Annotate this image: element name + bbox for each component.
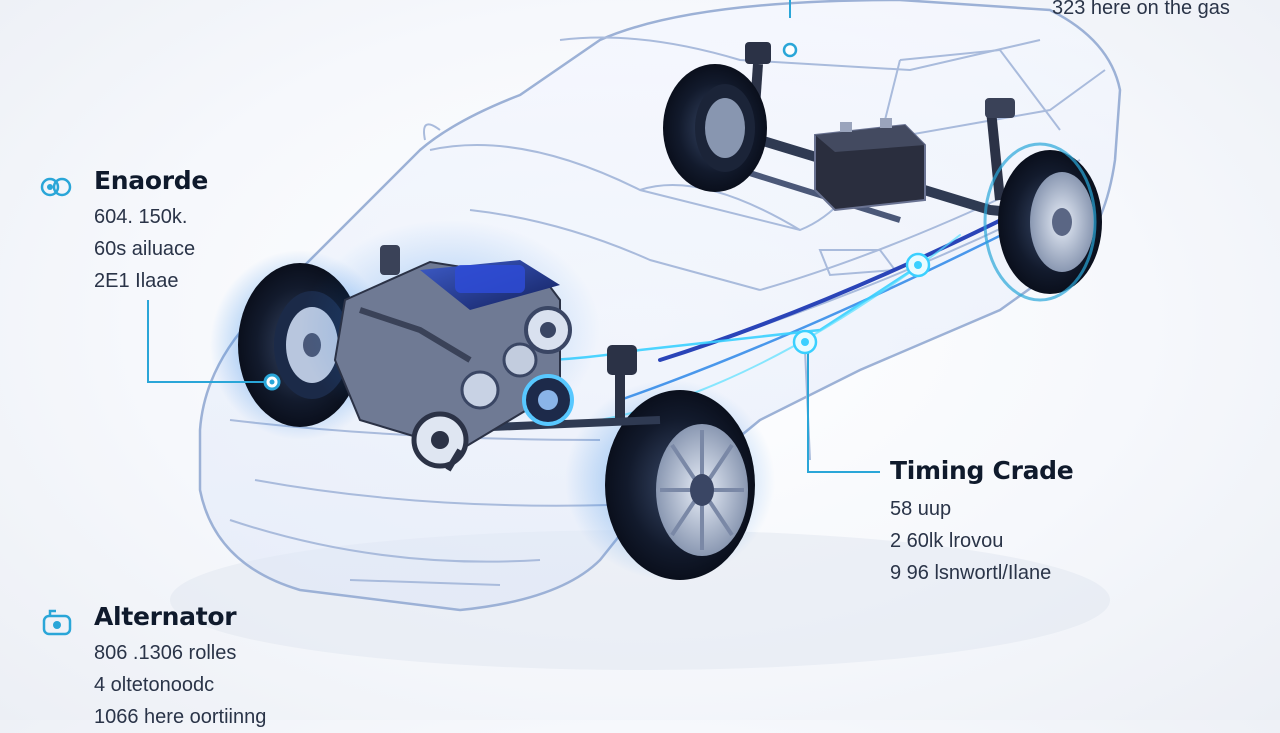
alternator-callout-line-3: 1066 here oortiinng [94, 706, 267, 728]
alternator-callout: Alternator 806 .1306 rolles 4 oltetonood… [94, 602, 266, 733]
timing-callout-line-2: 2 60lk lrovou [890, 530, 1004, 552]
timing-callout-line-3: 9 96 lsnwortl/Ilane [890, 562, 1052, 584]
alternator-callout-line-1: 806 .1306 rolles [94, 642, 237, 664]
timing-callout-title: Timing Crade [890, 456, 1074, 485]
alternator-callout-line-2: 4 oltetonoodc [94, 674, 215, 696]
engine-callout-title: Enaorde [94, 166, 209, 195]
alternator-callout-title: Alternator [94, 602, 237, 631]
engine-callout: Enaorde 604. 150k. 60s ailuace 2E1 Ilaae [94, 166, 208, 297]
engine-block [300, 220, 600, 472]
engine-callout-line-3: 2E1 Ilaae [94, 270, 179, 292]
alternator-icon [42, 609, 72, 636]
timing-callout-line-1: 58 uup [890, 498, 952, 520]
connector-markers [263, 42, 931, 391]
rear-left-wheel [663, 64, 767, 192]
top-right-line: 323 here on the gas [1052, 0, 1230, 19]
callout-connectors [147, 0, 880, 473]
engine-callout-line-1: 604. 150k. [94, 206, 188, 228]
top-right-callout: 323 here on the gas [1052, 0, 1230, 24]
engine-icon [40, 177, 72, 197]
timing-callout: Timing Crade 58 uup 2 60lk lrovou 9 96 l… [890, 456, 1074, 589]
engine-callout-line-2: 60s ailuace [94, 238, 196, 260]
front-right-wheel [565, 380, 775, 580]
rear-right-wheel [983, 142, 1102, 302]
battery-component [814, 118, 926, 212]
